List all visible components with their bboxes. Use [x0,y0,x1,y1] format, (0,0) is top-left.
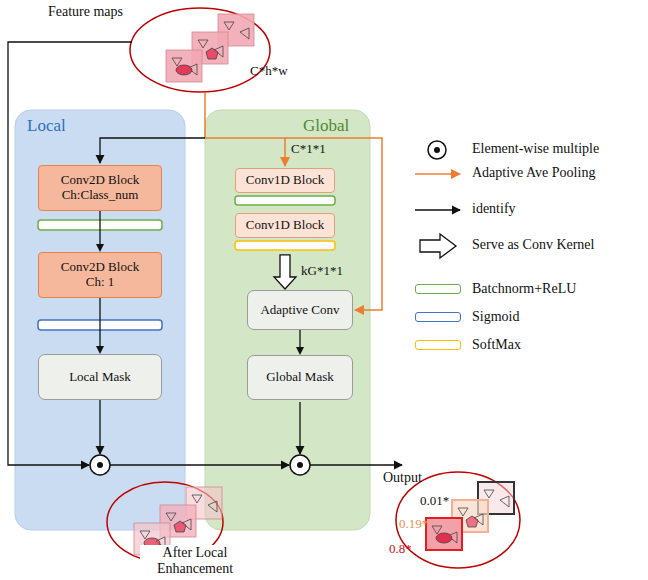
legend-multiply-sample [428,141,446,159]
box-label: Conv2D Block Ch:Class_num [50,173,150,203]
arrowhead [296,347,304,355]
map-shape [206,48,218,59]
legend-text: Adaptive Ave Pooling [472,165,595,181]
map-shape [192,495,202,503]
map-square [426,518,462,550]
text-label: Output [383,470,422,486]
arrowhead [96,244,104,252]
map-shape [436,533,452,543]
legend-text: identify [472,201,516,217]
map-shape [198,40,208,48]
box-label: Adaptive Conv [260,303,339,318]
feature-map [426,518,462,550]
text-label: 0.8* [389,542,412,557]
bn-relu-bar [235,196,335,205]
identity-wire [110,464,289,465]
text-label: C*h*w [250,64,288,79]
text-label: After Local Enhancement [140,545,250,577]
legend-text: Batchnorm+ReLU [472,281,576,297]
process-box: Adaptive Conv [247,290,353,330]
text-label: Feature maps [48,4,123,20]
box-label: Global Mask [266,370,334,385]
softmax-bar [235,241,335,250]
panel-title: Global [303,116,349,136]
group-panel: GlobalConv1D BlockConv1D BlockAdaptive C… [205,110,370,530]
map-shape [458,508,468,516]
legend-kernel-sample [420,234,456,258]
map-shape [176,65,192,75]
legend-text: SoftMax [472,337,521,353]
box-label: Conv2D Block Ch: 1 [56,260,144,290]
kernel-arrow [274,255,296,289]
text-label: C*1*1 [291,142,326,157]
identity-wire [100,138,205,163]
box-label: Conv1D Block [246,218,324,233]
mask-wire [299,402,300,454]
pool-wire [204,92,206,138]
legend-pool-sample [415,173,460,175]
map-shape [466,516,478,527]
multiply-symbol [290,455,310,475]
flow-arrow [96,298,104,354]
process-box: Global Mask [247,355,353,400]
arrowhead [96,346,104,354]
map-shape [166,513,176,521]
legend-swatch [415,284,461,294]
connector-line [299,330,300,349]
map-shape [224,22,234,30]
process-box: Conv2D Block Ch: 1 [38,252,162,298]
map-shape [484,490,494,498]
map-shape [140,531,150,539]
feature-map-stacks [134,14,514,555]
map-shape [208,501,217,512]
local-panel-ground [15,110,185,530]
map-shape [240,28,249,39]
process-box: Conv1D Block [235,168,335,193]
multiply-symbol [90,455,110,475]
output-wire [310,464,402,465]
legend-text: Sigmoid [472,309,519,325]
legend-swatch [415,312,461,322]
legend-identity-sample [415,209,460,210]
flow-arrow [296,330,304,355]
map-shape [432,526,442,534]
global-panel-ground [205,110,370,530]
legend-text: Element-wise multiple [472,141,599,157]
map-shape [174,521,186,532]
text-label: 0.19* [399,517,428,532]
process-box: Conv2D Block Ch:Class_num [38,165,162,211]
map-shape [500,496,509,507]
feature-map [166,50,202,82]
legend-swatch [415,340,461,350]
legend-text: Serve as Conv Kernel [472,237,594,253]
group-panel: LocalConv2D Block Ch:Class_numConv2D Blo… [15,110,185,530]
edge-label: kG*1*1 [301,264,343,279]
process-box: Conv1D Block [235,213,335,238]
box-label: Local Mask [69,370,131,385]
connector-line [99,211,100,246]
box-label: Conv1D Block [246,173,324,188]
process-box: Local Mask [38,354,162,400]
pool-wire [205,138,285,166]
panel-title: Local [27,116,66,136]
mask-wire [99,400,100,454]
text-label: 0.01* [420,494,449,509]
feature-ellipse [130,8,270,92]
map-shape [172,58,182,66]
output-ellipse [396,472,520,568]
connector-line [99,298,100,348]
map-square [166,50,202,82]
hollow-arrow [274,255,296,289]
flow-arrow [96,211,104,252]
